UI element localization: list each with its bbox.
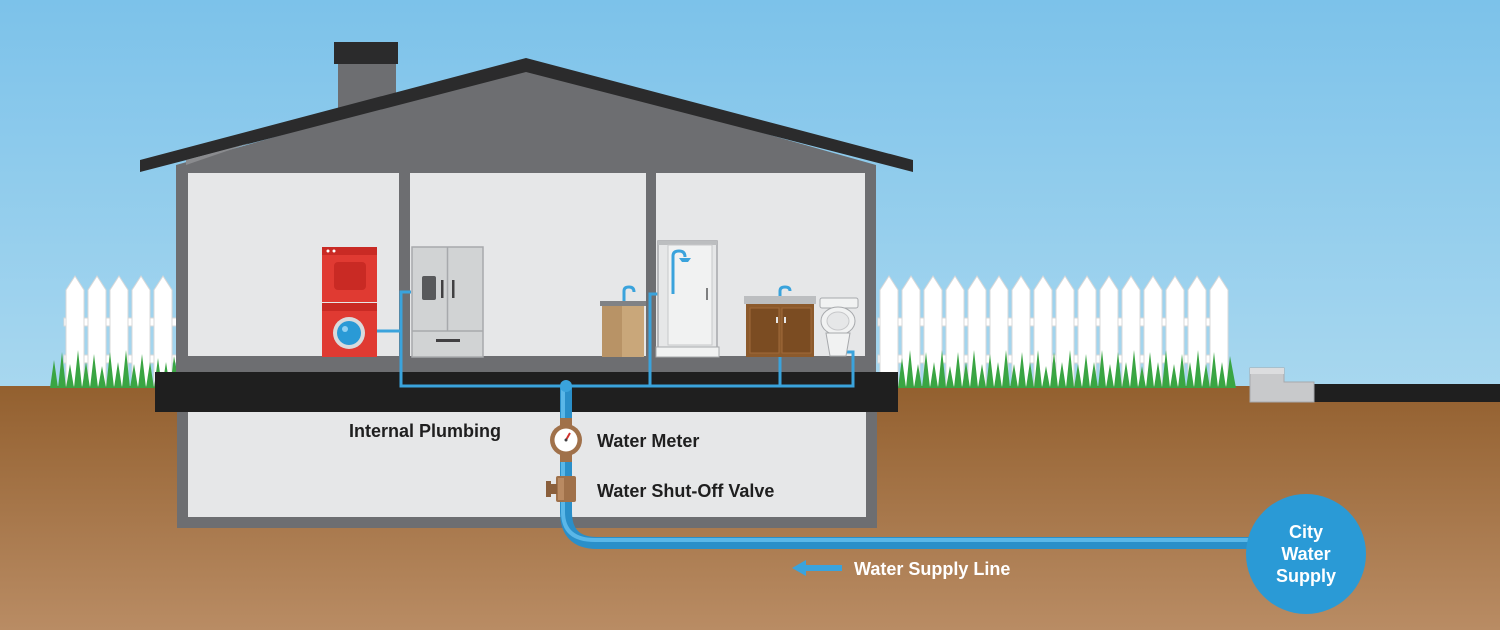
toilet-icon [819,297,859,357]
refrigerator-icon [411,246,484,358]
label-internal-plumbing: Internal Plumbing [349,421,502,441]
kitchen-sink-icon [600,285,646,357]
city-water-supply-circle [1246,494,1366,614]
basement-room [188,412,866,517]
fence-left [63,275,180,387]
washer-dryer-icon [322,247,377,357]
label-water-meter: Water Meter [597,431,700,451]
label-water-supply-line: Water Supply Line [854,559,1011,579]
roof-highlight [186,143,250,165]
label-shut-off-valve: Water Shut-Off Valve [597,481,775,501]
bathroom-vanity-icon [744,285,816,357]
fence-right [877,275,1229,387]
grass-right [898,350,1236,388]
city-water-supply-label: City Water Supply [1246,494,1366,614]
floor-slab [155,372,898,412]
chimney-cap [334,42,398,64]
road [1310,384,1500,402]
pipe-tee [560,380,572,392]
internal-plumbing-pipes [377,290,855,388]
city-label-line-1: City [1288,522,1323,542]
floor-gray [176,356,876,372]
city-label-line-3: Supply [1275,566,1336,586]
shower-icon [655,240,720,358]
shut-off-valve-icon [546,476,576,502]
curb-top [1250,368,1284,374]
grass-left [50,350,180,388]
city-label-line-2: Water [1281,544,1331,564]
water-meter-icon [550,418,582,462]
arrow-left-icon [792,560,842,576]
main-service-line-highlight [561,386,1250,542]
